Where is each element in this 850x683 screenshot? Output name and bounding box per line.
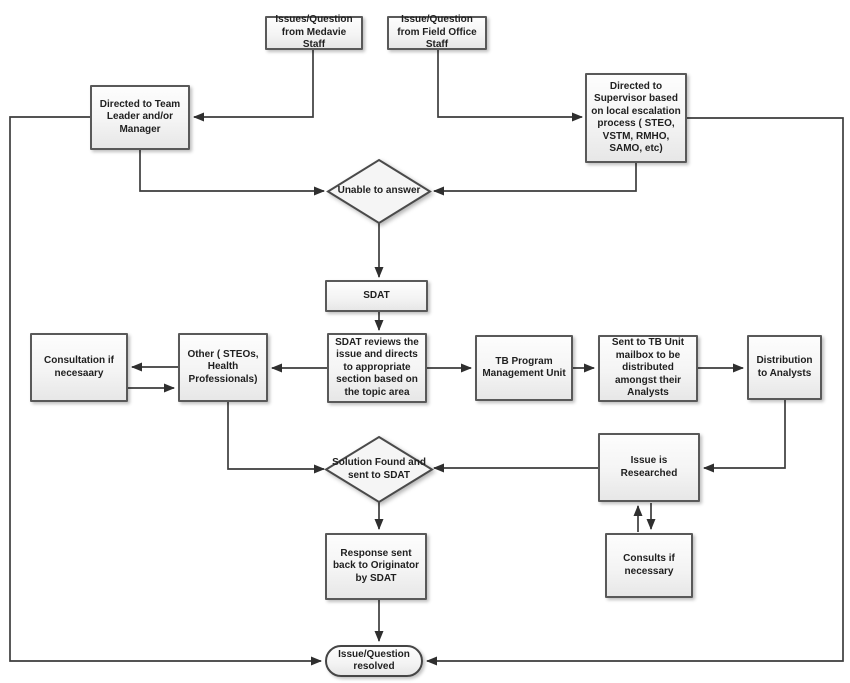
flowchart-node-tb-program-unit: TB Program Management Unit — [475, 335, 573, 401]
flowchart-node-other-steos: Other ( STEOs, Health Professionals) — [178, 333, 268, 402]
flowchart-node-issue-researched: Issue is Researched — [598, 433, 700, 502]
flowchart-terminator-resolved: Issue/Question resolved — [325, 645, 423, 677]
flowchart-node-distribution-analysts: Distribution to Analysts — [747, 335, 822, 400]
decision-label: Unable to answer — [337, 185, 421, 197]
flowchart-node-supervisor: Directed to Supervisor based on local es… — [585, 73, 687, 163]
flowchart-node-field-office-staff: Issue/Question from Field Office Staff — [387, 14, 487, 50]
flowchart-node-sdat: SDAT — [325, 280, 428, 312]
diamond-shape — [324, 435, 434, 504]
flowchart-decision-unable-to-answer: Unable to answer — [326, 158, 432, 225]
flowchart-node-tb-unit-mailbox: Sent to TB Unit mailbox to be distribute… — [598, 335, 698, 402]
flowchart-node-consults: Consults if necessary — [605, 533, 693, 598]
flowchart-decision-solution-found: Solution Found and sent to SDAT — [324, 435, 434, 504]
flowchart-node-medavie-staff: Issues/Question from Medavie Staff — [265, 14, 363, 50]
flowchart-node-response-sent: Response sent back to Originator by SDAT — [325, 533, 427, 600]
flowchart-node-consultation: Consultation if necesaary — [30, 333, 128, 402]
decision-label: Solution Found and sent to SDAT — [332, 457, 426, 481]
flowchart-node-sdat-reviews: SDAT reviews the issue and directs to ap… — [327, 333, 427, 403]
flowchart-node-team-leader: Directed to Team Leader and/or Manager — [90, 85, 190, 150]
diamond-shape — [326, 158, 432, 225]
